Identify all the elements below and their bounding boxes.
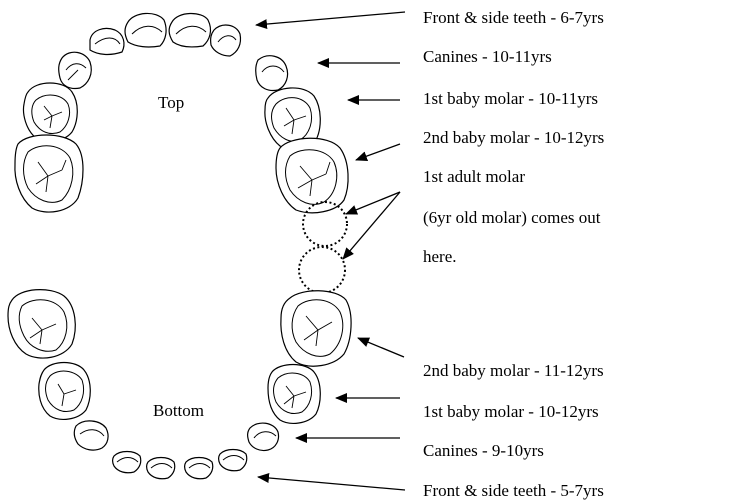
note-adult-molar-line-3: here. bbox=[423, 247, 457, 266]
upper-front-teeth bbox=[90, 13, 241, 56]
adult-molar-slots bbox=[299, 202, 347, 293]
note-lower-canines: Canines - 9-10yrs bbox=[423, 441, 544, 460]
arrow-upper-second-baby-molar bbox=[356, 144, 400, 160]
note-lower-front-teeth: Front & side teeth - 5-7yrs bbox=[423, 481, 604, 500]
lower-jaw bbox=[8, 290, 351, 479]
adult-molar-note: 1st adult molar (6yr old molar) comes ou… bbox=[423, 167, 601, 266]
arrow-lower-second-baby-molar bbox=[358, 338, 404, 357]
upper-second-baby-molars bbox=[15, 135, 348, 213]
lower-second-baby-molars bbox=[8, 290, 351, 367]
lower-adult-molar-slot bbox=[299, 247, 345, 293]
arrow-adult-molar-lower bbox=[343, 192, 400, 259]
note-lower-second-baby-molar: 2nd baby molar - 11-12yrs bbox=[423, 361, 604, 380]
arrow-upper-front-teeth bbox=[256, 12, 405, 25]
note-adult-molar-line-1: 1st adult molar bbox=[423, 167, 525, 186]
arrow-lower-front-teeth bbox=[258, 477, 405, 490]
lower-front-teeth bbox=[113, 450, 247, 479]
bottom-jaw-label: Bottom bbox=[153, 401, 204, 420]
lower-canines bbox=[74, 421, 278, 451]
top-notes: Front & side teeth - 6-7yrs Canines - 10… bbox=[423, 8, 604, 147]
note-adult-molar-line-2: (6yr old molar) comes out bbox=[423, 208, 601, 227]
note-lower-first-baby-molar: 1st baby molar - 10-12yrs bbox=[423, 402, 599, 421]
note-upper-canines: Canines - 10-11yrs bbox=[423, 47, 552, 66]
upper-canines bbox=[59, 52, 288, 90]
bottom-notes: 2nd baby molar - 11-12yrs 1st baby molar… bbox=[423, 361, 604, 500]
upper-jaw bbox=[15, 13, 348, 212]
top-jaw-label: Top bbox=[158, 93, 184, 112]
note-upper-first-baby-molar: 1st baby molar - 10-11yrs bbox=[423, 89, 598, 108]
note-upper-front-teeth: Front & side teeth - 6-7yrs bbox=[423, 8, 604, 27]
arrow-adult-molar-upper bbox=[346, 192, 400, 214]
note-upper-second-baby-molar: 2nd baby molar - 10-12yrs bbox=[423, 128, 604, 147]
